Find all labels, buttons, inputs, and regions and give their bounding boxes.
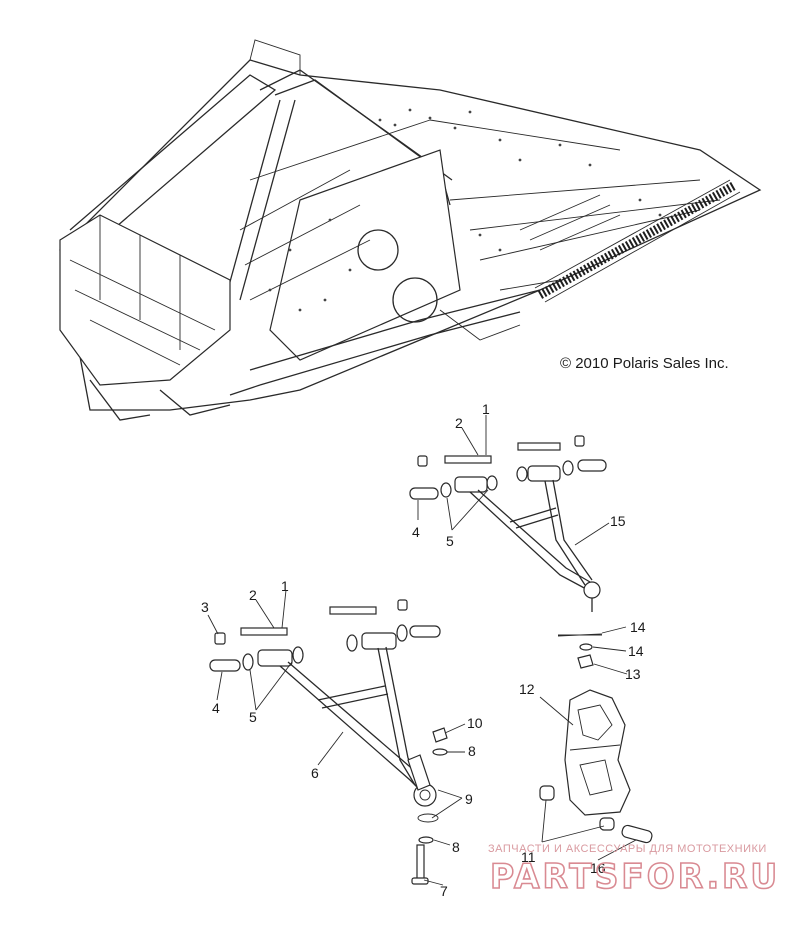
callout-lower-3: 3 [201, 599, 209, 615]
upper-a-arm-assembly [409, 435, 607, 612]
spindle-body [564, 689, 631, 816]
lower-bushing-left [209, 659, 241, 672]
watermark-tagline: ЗАПЧАСТИ И АКСЕССУАРЫ ДЛЯ МОТОТЕХНИКИ [488, 843, 767, 855]
callout-lower-6: 6 [311, 765, 319, 781]
callout-14-upper: 14 [630, 619, 646, 635]
upper-bushing-right [577, 459, 607, 472]
callout-upper-1: 1 [482, 401, 490, 417]
lower-front-bolt [240, 627, 288, 636]
lower-rear-bolt [329, 606, 377, 615]
callout-9: 9 [465, 791, 473, 807]
callout-8-lower: 8 [452, 839, 460, 855]
callout-11: 11 [521, 849, 536, 865]
callout-upper-4: 4 [412, 524, 420, 540]
upper-front-nut [417, 455, 428, 467]
callout-lower-1: 1 [281, 578, 289, 594]
callout-10: 10 [467, 715, 483, 731]
callout-upper-15: 15 [610, 513, 626, 529]
callout-13: 13 [625, 666, 641, 682]
frame-rivets [268, 108, 662, 312]
callout-16: 16 [590, 860, 606, 876]
lower-a-arm-assembly [209, 599, 448, 885]
lower-front-nut [214, 632, 226, 645]
callout-upper-2: 2 [455, 415, 463, 431]
upper-rear-bolt [517, 442, 561, 451]
upper-bushing-left [409, 487, 439, 500]
callout-lower-4: 4 [212, 700, 220, 716]
callout-upper-5: 5 [446, 533, 454, 549]
callout-labels: 1 2 4 5 15 1 2 3 4 5 6 7 8 8 9 10 11 12 … [201, 401, 646, 899]
callout-7: 7 [440, 883, 448, 899]
upper-rear-nut [574, 435, 585, 447]
watermark: ЗАПЧАСТИ И АКСЕССУАРЫ ДЛЯ МОТОТЕХНИКИ PA… [488, 843, 780, 898]
chassis-frame [59, 39, 762, 421]
callout-lower-2: 2 [249, 587, 257, 603]
leader-lines [207, 415, 637, 886]
spindle-assembly [539, 633, 653, 844]
callout-lower-5: 5 [249, 709, 257, 725]
callout-8-upper: 8 [468, 743, 476, 759]
callout-12: 12 [519, 681, 535, 697]
shock-nut [432, 727, 448, 743]
upper-front-bolt [444, 455, 492, 464]
copyright-text: © 2010 Polaris Sales Inc. [560, 355, 729, 372]
lower-pin-bolt [416, 844, 425, 881]
upper-ball-joint [583, 581, 601, 599]
watermark-logo: PARTSFOR.RU [490, 857, 780, 897]
lower-rear-nut [397, 599, 408, 611]
lower-bushing-right [409, 625, 441, 638]
callout-14-lower: 14 [628, 643, 644, 659]
